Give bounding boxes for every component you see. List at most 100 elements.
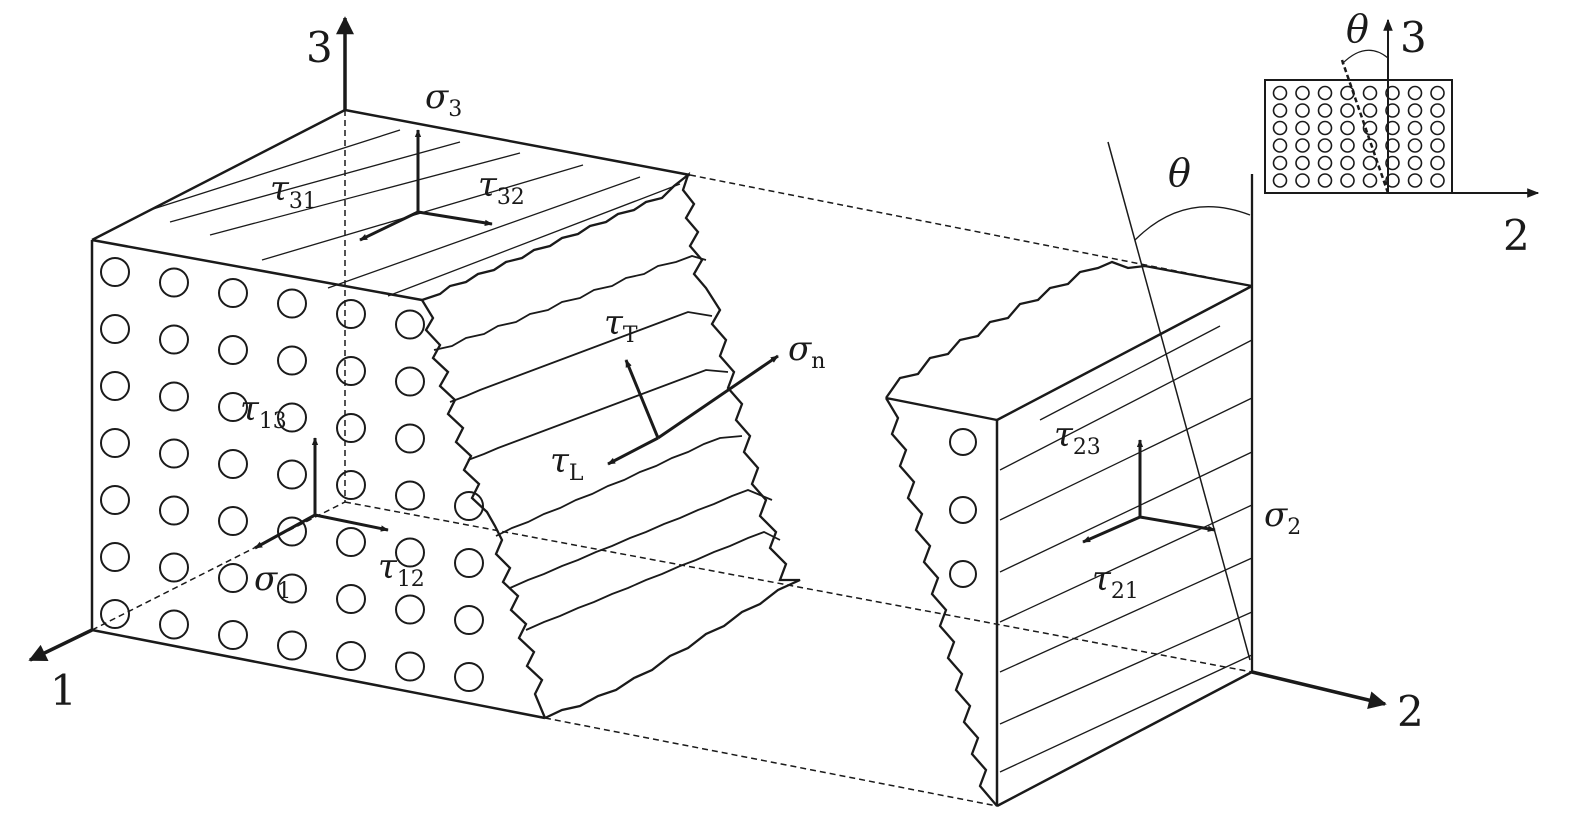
fiber-circle — [100, 485, 130, 515]
fiber-circle — [159, 267, 189, 298]
inset-fiber-circle — [1362, 173, 1378, 188]
inset-fiber-circle — [1385, 120, 1400, 136]
inset-fiber-circle — [1295, 103, 1310, 118]
fiber-circle — [395, 651, 425, 682]
fiber-circle — [100, 257, 130, 287]
tau-32-label: τ32 — [478, 165, 525, 210]
inset-fiber-circle — [1272, 155, 1288, 171]
left-top-hatch — [149, 129, 681, 297]
inset-fiber-circle — [1340, 120, 1355, 136]
inset-fiber-circle — [1407, 173, 1423, 188]
inset-fiber-circle — [1272, 173, 1288, 188]
fiber-circle — [218, 506, 248, 536]
inset-axis-2-label: 2 — [1503, 211, 1530, 260]
right-fiber-column — [949, 428, 977, 588]
fracture-ridges — [433, 255, 781, 631]
fiber-circle — [277, 288, 307, 319]
left-fiber-grid — [100, 257, 484, 692]
inset-fiber-circle — [1317, 155, 1333, 171]
fiber-circle — [336, 527, 366, 557]
inset-fiber-circle — [1340, 85, 1355, 101]
fiber-circle — [100, 314, 130, 344]
inset-fiber-circle — [1317, 173, 1333, 188]
inset-fiber-circle — [1295, 155, 1310, 171]
inset-fiber-grid — [1272, 85, 1445, 188]
fiber-circle — [100, 599, 130, 629]
sigma-3-label: σ3 — [425, 77, 462, 122]
fiber-circle — [336, 299, 366, 329]
inset-fiber-circle — [1317, 120, 1333, 136]
inset-fiber-circle — [1317, 138, 1333, 153]
tau-21-label: τ21 — [1092, 559, 1139, 604]
inset-fiber-circle — [1295, 120, 1310, 136]
fiber-circle — [336, 641, 366, 671]
fiber-circle — [395, 366, 425, 397]
fiber-circle — [159, 324, 189, 355]
inset-fiber-circle — [1317, 85, 1333, 101]
fiber-circle — [277, 402, 307, 433]
axis-1-label: 1 — [50, 666, 77, 715]
inset-fiber-circle — [1407, 155, 1423, 171]
inset-fiber-circle — [1407, 85, 1423, 101]
inset-fiber-circle — [1340, 173, 1355, 188]
fiber-circle — [100, 542, 130, 572]
inset-fiber-circle — [1317, 103, 1333, 118]
inset-fiber-circle — [1362, 120, 1378, 136]
left-hidden-bottom-edge — [91, 501, 346, 631]
inset-fiber-circle — [1430, 120, 1445, 136]
sigma-2-label: σ2 — [1264, 495, 1301, 540]
fiber-circle — [100, 371, 130, 401]
inset-fiber-circle — [1272, 85, 1288, 101]
fiber-circle — [336, 413, 366, 443]
sigma-n-label: σn — [788, 329, 825, 374]
inset-fiber-circle — [1430, 138, 1445, 153]
labels: 3 1 2 2 3 θ θ σ3 τ31 τ32 τ13 σ1 τ12 τT σ… — [50, 7, 1530, 736]
inset-fiber-circle — [1407, 120, 1423, 136]
inset-fiber-circle — [1362, 85, 1378, 101]
inset-fiber-circle — [1340, 103, 1355, 118]
fiber-circle — [336, 470, 366, 500]
tau-23-label: τ23 — [1054, 415, 1101, 460]
inset-fiber-circle — [1385, 173, 1400, 188]
theta-reference-line — [1107, 141, 1251, 661]
fiber-circle — [218, 449, 248, 479]
fiber-circle — [395, 537, 425, 568]
fiber-circle — [218, 392, 248, 422]
global-axes — [28, 16, 1387, 709]
fiber-circle — [454, 491, 484, 521]
inset-fiber-circle — [1385, 103, 1400, 118]
fiber-circle — [395, 594, 425, 625]
inset-fiber-circle — [1362, 138, 1378, 153]
right-fracture-left — [885, 396, 998, 807]
fiber-circle — [159, 438, 189, 469]
fiber-circle — [218, 620, 248, 650]
tau-31-label: τ31 — [270, 169, 317, 214]
connecting-dashed-lines — [344, 174, 1253, 807]
inset-fiber-circle — [1385, 138, 1400, 153]
stress-arrows — [254, 129, 1216, 550]
inset-rectangle — [1264, 79, 1453, 194]
inset-theta-label: θ — [1346, 7, 1369, 51]
inset-fiber-circle — [1430, 103, 1445, 118]
fiber-circle — [454, 662, 484, 692]
tau-13-label: τ13 — [240, 389, 287, 434]
left-top-back-edge — [344, 108, 691, 177]
inset-fiber-circle — [1407, 138, 1423, 153]
inset-fiber-circle — [1295, 138, 1310, 153]
right-block — [885, 141, 1254, 808]
fiber-circle — [218, 335, 248, 365]
inset-fiber-circle — [1362, 103, 1378, 118]
inset-fiber-circle — [1295, 85, 1310, 101]
fiber-circle — [218, 278, 248, 308]
tau-T-label: τT — [604, 303, 638, 348]
fiber-circle — [277, 630, 307, 661]
fiber-circle — [159, 609, 189, 640]
inset-fiber-circle — [1340, 155, 1355, 171]
axis-2-arrow — [1251, 670, 1387, 709]
fiber-circle — [454, 605, 484, 635]
theta-label: θ — [1168, 151, 1191, 195]
inset-fiber-circle — [1272, 138, 1288, 153]
fiber-circle — [454, 548, 484, 578]
fiber-circle — [336, 584, 366, 614]
theta-arc — [1134, 206, 1251, 241]
